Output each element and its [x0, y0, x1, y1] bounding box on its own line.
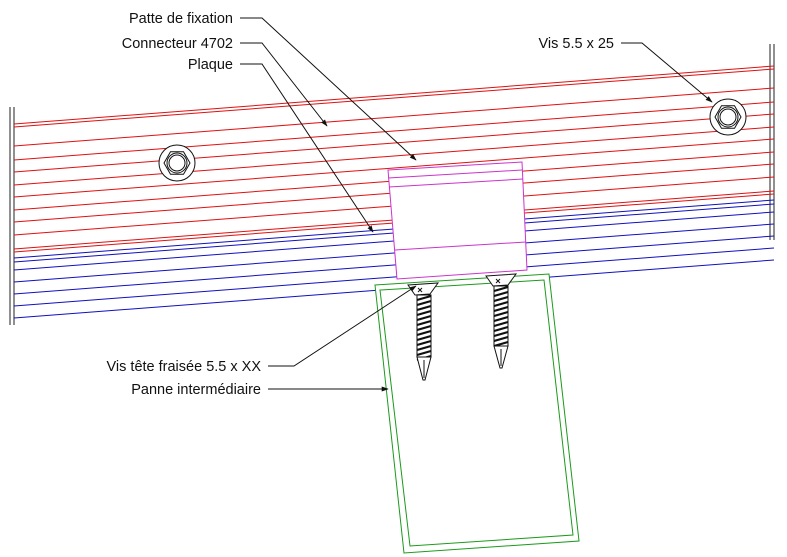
- screw-thread: [416, 349, 432, 357]
- patte-line-3: [394, 241, 527, 251]
- plaque-line-3: [13, 223, 775, 283]
- screw-thread: [493, 335, 509, 343]
- screw-thread: [416, 314, 432, 322]
- screw-thread: [493, 310, 509, 318]
- leader-patte: [240, 17, 417, 161]
- plaque-line-5: [13, 247, 775, 307]
- screw-thread: [416, 329, 432, 337]
- label-connecteur: Connecteur 4702: [122, 36, 233, 52]
- connecteur-line-1: [13, 68, 775, 128]
- patte-de-fixation: [387, 161, 528, 280]
- leader-connecteur: [240, 42, 328, 127]
- hex-bolt-right: [709, 98, 747, 136]
- screw-thread: [416, 304, 432, 312]
- leader-plaque: [240, 63, 374, 233]
- connecteur-line-6: [13, 138, 775, 198]
- screw-thread: [416, 294, 432, 302]
- screw-thread: [416, 319, 432, 327]
- label-vis-top: Vis 5.5 x 25: [538, 36, 614, 52]
- screw-thread: [416, 339, 432, 347]
- connecteur-line-3: [13, 101, 775, 161]
- patte-line-2: [388, 178, 524, 188]
- panne-inner: [379, 279, 574, 547]
- panne-intermediaire: [374, 273, 580, 554]
- screw-thread: [416, 344, 432, 352]
- screw-thread: [493, 315, 509, 323]
- hex-bolt-left: [158, 144, 196, 182]
- connecteur-line-2: [13, 87, 775, 147]
- screw-head-icon: [485, 273, 518, 287]
- labels: Patte de fixation Connecteur 4702 Plaque…: [107, 11, 614, 398]
- screw-thread: [493, 340, 509, 348]
- connecteur-line-5: [13, 126, 775, 186]
- connecteur-line-4: [13, 113, 775, 173]
- screw-thread: [493, 330, 509, 338]
- screw-thread: [416, 299, 432, 307]
- leader-vis-top: [621, 42, 713, 103]
- plaque-line-4: [13, 235, 775, 295]
- break-lines: [9, 44, 775, 325]
- label-vis-tete-fraisee: Vis tête fraisée 5.5 x XX: [107, 359, 262, 375]
- leader-vis-fraisee: [268, 285, 417, 367]
- connecteur-line-0: [13, 65, 775, 125]
- screw-thread: [416, 334, 432, 342]
- screw-thread: [493, 320, 509, 328]
- screw-thread: [416, 324, 432, 332]
- screw-thread: [493, 300, 509, 308]
- label-panne-intermediaire: Panne intermédiaire: [131, 382, 261, 398]
- label-patte-de-fixation: Patte de fixation: [129, 11, 233, 27]
- screw-thread: [416, 309, 432, 317]
- vis-tete-fraisee-right: [485, 273, 518, 369]
- patte-body: [387, 161, 528, 280]
- leader-lines: [240, 17, 713, 392]
- vis-tete-fraisee-left: [407, 282, 440, 381]
- screw-thread: [493, 290, 509, 298]
- patte-line-1: [387, 169, 523, 179]
- screw-thread: [493, 295, 509, 303]
- screw-thread: [493, 305, 509, 313]
- screw-thread: [493, 325, 509, 333]
- screw-thread: [493, 285, 509, 293]
- label-plaque: Plaque: [188, 57, 233, 73]
